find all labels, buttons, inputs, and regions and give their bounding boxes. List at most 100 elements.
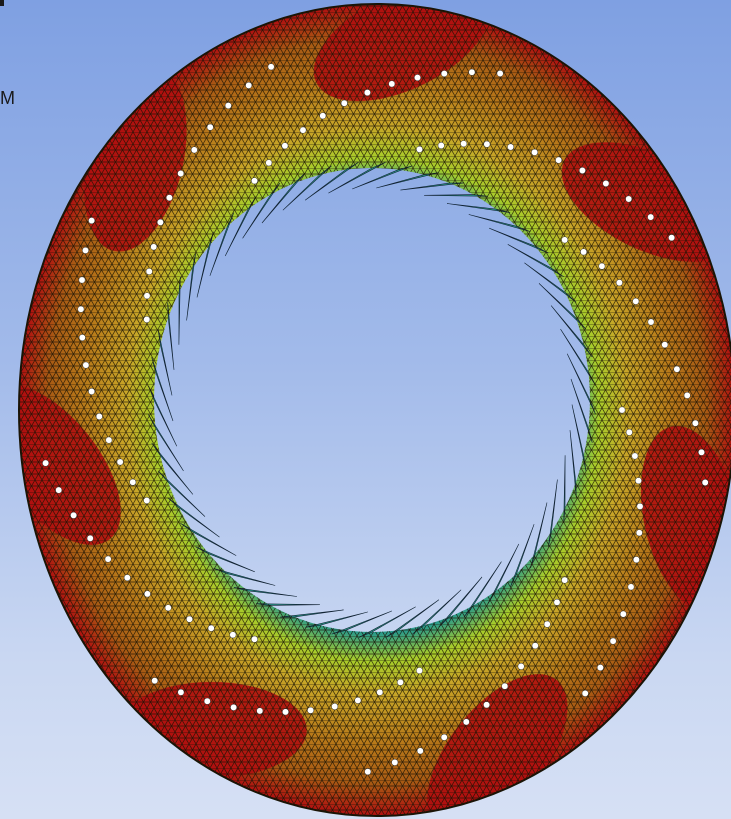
node-marker	[282, 708, 289, 716]
node-marker	[625, 428, 633, 436]
node-marker	[224, 102, 232, 110]
node-marker	[206, 123, 214, 131]
node-marker	[581, 689, 589, 697]
node-marker	[267, 63, 275, 71]
node-marker	[578, 167, 586, 174]
node-marker	[609, 637, 617, 645]
node-marker	[245, 81, 253, 89]
node-marker	[661, 341, 669, 349]
node-marker	[396, 678, 404, 686]
node-marker	[501, 682, 509, 690]
node-marker	[691, 419, 699, 427]
node-marker	[55, 486, 63, 494]
node-marker	[618, 406, 626, 414]
node-marker	[531, 148, 539, 156]
node-markers	[42, 63, 709, 776]
node-marker	[70, 511, 78, 519]
node-marker	[307, 706, 315, 714]
node-marker	[440, 70, 448, 78]
node-marker	[230, 703, 238, 711]
node-marker	[265, 159, 273, 167]
node-marker	[177, 170, 185, 177]
node-marker	[391, 758, 399, 766]
node-marker	[437, 142, 445, 149]
node-marker	[416, 145, 423, 153]
node-marker	[598, 262, 606, 270]
node-marker	[319, 112, 327, 120]
node-marker	[150, 243, 158, 251]
node-marker	[123, 574, 131, 582]
node-marker	[460, 140, 468, 148]
node-marker	[156, 218, 164, 226]
node-marker	[203, 697, 211, 705]
node-marker	[207, 624, 215, 632]
node-marker	[364, 768, 372, 776]
node-marker	[143, 590, 151, 598]
node-marker	[636, 502, 644, 510]
node-marker	[635, 477, 642, 485]
node-marker	[668, 234, 676, 242]
node-marker	[82, 246, 89, 254]
node-marker	[414, 74, 421, 82]
node-marker	[77, 305, 85, 313]
node-marker	[105, 436, 113, 444]
node-marker	[95, 413, 103, 420]
node-marker	[561, 236, 569, 244]
node-marker	[531, 642, 539, 650]
node-marker	[615, 279, 623, 287]
node-marker	[647, 213, 655, 221]
node-marker	[104, 555, 112, 563]
node-marker	[555, 156, 563, 164]
node-marker	[625, 195, 633, 203]
node-marker	[256, 707, 264, 715]
node-marker	[631, 452, 639, 460]
node-marker	[88, 388, 96, 395]
node-marker	[229, 631, 237, 639]
node-marker	[561, 576, 569, 584]
node-marker	[468, 68, 476, 76]
node-marker	[143, 292, 151, 300]
node-marker	[496, 70, 504, 77]
corner-label: M	[0, 88, 15, 108]
node-marker	[363, 89, 371, 97]
node-marker	[647, 318, 655, 326]
node-marker	[165, 194, 173, 202]
node-marker	[354, 696, 362, 704]
node-marker	[251, 635, 258, 643]
node-marker	[701, 479, 709, 486]
node-marker	[299, 126, 307, 134]
node-marker	[331, 703, 339, 710]
node-marker	[78, 334, 86, 342]
node-marker	[186, 615, 193, 623]
node-marker	[143, 316, 151, 323]
node-marker	[635, 529, 643, 537]
node-marker	[596, 664, 604, 672]
node-marker	[483, 701, 491, 709]
node-marker	[543, 620, 551, 628]
node-marker	[507, 143, 515, 151]
node-marker	[483, 140, 491, 148]
node-marker	[673, 365, 681, 373]
node-marker	[164, 604, 172, 612]
node-marker	[143, 497, 151, 504]
node-marker	[698, 448, 705, 456]
node-marker	[627, 583, 635, 591]
node-marker	[145, 268, 153, 275]
node-marker	[632, 297, 640, 305]
node-marker	[42, 459, 50, 467]
node-marker	[190, 146, 198, 154]
node-marker	[683, 391, 691, 399]
node-marker	[151, 677, 159, 685]
node-marker	[281, 142, 289, 150]
node-marker	[177, 688, 185, 696]
node-marker	[86, 534, 94, 542]
node-marker	[376, 688, 384, 696]
node-marker	[553, 598, 561, 606]
corner-tick-mark	[0, 0, 4, 6]
node-marker	[340, 99, 348, 107]
node-marker	[517, 662, 525, 670]
node-marker	[416, 667, 423, 675]
